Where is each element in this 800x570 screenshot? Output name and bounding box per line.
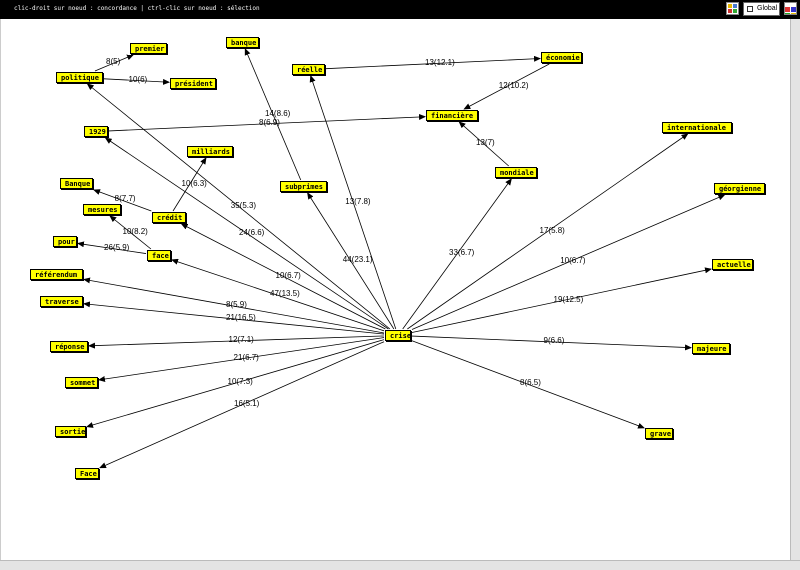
edge-label: 17(5.8): [539, 225, 565, 235]
horizontal-scrollbar[interactable]: [0, 560, 800, 570]
edge-label: 14(8.6): [265, 108, 291, 118]
edge-label: 9(6.6): [543, 335, 565, 345]
edge-label: 26(5.9): [104, 242, 130, 252]
node-face[interactable]: Face: [75, 468, 99, 479]
node-reelle[interactable]: réelle: [292, 64, 325, 75]
edge-crise-grave: [411, 340, 645, 429]
edge-label: 8(5.9): [226, 300, 247, 310]
edge-label: 21(6.7): [233, 352, 259, 362]
edge-crise-reelle: [309, 75, 397, 330]
node-face[interactable]: face: [147, 250, 171, 261]
edge-crise-y1929: [104, 137, 389, 330]
node-mesures[interactable]: mesures: [83, 204, 121, 215]
edge-crise-actuelle: [411, 267, 712, 333]
node-sortie[interactable]: sortie: [55, 426, 86, 437]
edge-crise-face: [99, 341, 385, 469]
top-toolbar: clic-droit sur noeud : concordance | ctr…: [0, 0, 800, 19]
edge-crise-mondiale: [402, 178, 512, 330]
global-toggle[interactable]: Global: [743, 2, 780, 16]
node-sommet[interactable]: sommet: [65, 377, 98, 388]
vertical-scrollbar[interactable]: [790, 19, 800, 560]
node-subprimes[interactable]: subprimes: [280, 181, 327, 192]
edge-face-mesures: [109, 215, 152, 250]
node-financiere[interactable]: financière: [426, 110, 478, 121]
edge-crise-sommet: [98, 337, 385, 382]
edge-crise-face: [171, 258, 385, 332]
edge-crise-subprimes: [307, 192, 395, 330]
edge-economie-financiere: [463, 63, 550, 110]
edge-label: 19(12.5): [553, 294, 584, 304]
node-referendum[interactable]: référendum: [30, 269, 83, 280]
edge-label: 10(6.7): [275, 270, 301, 280]
edge-crise-traverse: [83, 301, 385, 335]
edge-label: 8(5): [106, 57, 121, 66]
graph-edges-layer: [77, 48, 726, 469]
edge-label: 16(5.1): [234, 398, 260, 408]
edge-reelle-economie: [325, 55, 541, 70]
node-premier[interactable]: premier: [130, 43, 167, 54]
view-mode-icon[interactable]: [726, 2, 739, 15]
edge-label: 21(16.5): [226, 312, 256, 322]
edge-crise-majeure: [411, 335, 692, 351]
node-majeure[interactable]: majeure: [692, 343, 730, 354]
edge-label: 8(7.7): [114, 194, 136, 204]
edge-mondiale-financiere: [458, 121, 509, 167]
node-milliards[interactable]: milliards: [187, 146, 233, 157]
node-crise[interactable]: crise: [385, 330, 411, 341]
edge-label: 12(7.1): [228, 334, 254, 344]
node-georgienne[interactable]: géorgienne: [714, 183, 765, 194]
edge-credit-banque: [93, 189, 152, 212]
edge-label: 12(10.2): [498, 80, 529, 90]
node-banque[interactable]: banque: [226, 37, 259, 48]
edge-label: 8(6.9): [259, 117, 280, 127]
export-icon[interactable]: [784, 2, 797, 15]
edge-label: 24(6.6): [239, 227, 265, 237]
edge-crise-referendum: [83, 277, 385, 334]
node-credit[interactable]: crédit: [152, 212, 186, 223]
edge-subprimes-banque: [244, 48, 302, 181]
node-banque[interactable]: Banque: [60, 178, 93, 189]
edge-face-pour: [77, 241, 147, 254]
toolbar-hint-text: clic-droit sur noeud : concordance | ctr…: [14, 5, 260, 12]
edge-label: 44(23.1): [342, 255, 373, 264]
global-checkbox[interactable]: [747, 6, 753, 12]
edge-label: 13(12.1): [425, 57, 455, 67]
edge-crise-internationale: [407, 133, 689, 330]
edge-label: 10(7.3): [227, 377, 253, 387]
edge-y1929-financiere: [108, 113, 426, 132]
edge-crise-reponse: [88, 335, 385, 349]
edge-label: 35(5.3): [230, 200, 257, 210]
edge-label: 10(6): [128, 74, 148, 84]
node-politique[interactable]: politique: [56, 72, 103, 83]
node-internationale[interactable]: internationale: [662, 122, 732, 133]
edge-label: 13(7.8): [345, 196, 371, 206]
edge-credit-milliards: [172, 157, 207, 212]
edge-politique-president: [103, 78, 170, 85]
graph-canvas[interactable]: [0, 19, 790, 560]
node-pour[interactable]: pour: [53, 236, 77, 247]
node-reponse[interactable]: réponse: [50, 341, 88, 352]
edge-label: 47(13.5): [270, 289, 300, 299]
node-mondiale[interactable]: mondiale: [495, 167, 537, 178]
edge-crise-georgienne: [411, 194, 726, 330]
node-president[interactable]: président: [170, 78, 216, 89]
edge-politique-premier: [94, 54, 134, 72]
node-economie[interactable]: économie: [541, 52, 582, 63]
global-label: Global: [757, 5, 778, 12]
edge-label: 10(6.3): [181, 178, 207, 188]
edge-label: 33(6.7): [449, 248, 475, 257]
node-actuelle[interactable]: actuelle: [712, 259, 753, 270]
edge-label: 13(7): [476, 138, 495, 147]
node-y1929[interactable]: 1929: [84, 126, 108, 137]
node-traverse[interactable]: traverse: [40, 296, 83, 307]
edge-label: 10(6.7): [560, 256, 586, 266]
node-grave[interactable]: grave: [645, 428, 673, 439]
edge-crise-politique: [86, 83, 391, 330]
edge-crise-credit: [180, 223, 386, 330]
edge-crise-sortie: [86, 339, 385, 428]
edge-label: 8(6.5): [520, 378, 541, 388]
edge-label: 10(8.2): [122, 226, 148, 236]
